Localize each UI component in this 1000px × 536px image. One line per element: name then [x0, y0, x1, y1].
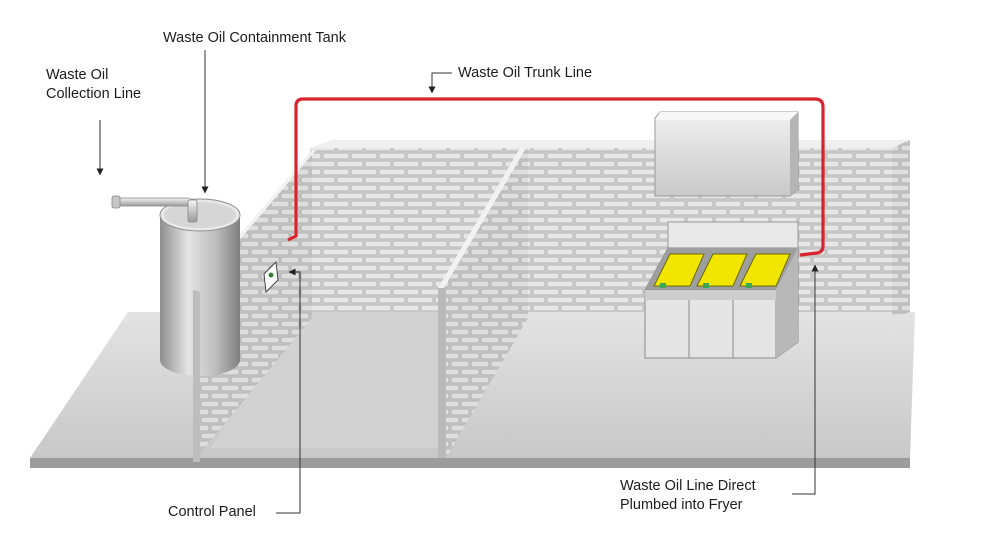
exhaust-hood [654, 111, 799, 197]
collection-line-label-line2: Collection Line [46, 86, 142, 102]
room-floor-shadow [210, 312, 505, 448]
trunk-line [287, 97, 825, 257]
fryer-vats [653, 253, 791, 288]
trunk-line-leader [428, 72, 452, 94]
control-panel-label: Control Panel [168, 504, 256, 520]
fryer-line-label-line1: Waste Oil Line Direct [620, 478, 756, 494]
collection-line-label-line1: Waste Oil [46, 67, 109, 83]
containment-tank-label: Waste Oil Containment Tank [163, 30, 346, 46]
back-wall [310, 140, 910, 318]
fryer-vat [653, 253, 705, 287]
fryer-line-label: Waste Oil Line Direct Plumbed into Fryer [620, 477, 756, 515]
collection-pipe [111, 195, 198, 223]
fryer-vat [739, 253, 791, 287]
collection-line-label: Waste Oil Collection Line [46, 66, 141, 104]
fryer-backsplash [667, 221, 799, 249]
control-panel-leader [276, 268, 301, 514]
middle-partition-wall [438, 148, 528, 458]
left-front-wall [193, 290, 200, 462]
fryer-line-label-line2: Plumbed into Fryer [620, 497, 743, 513]
fryer-vat [696, 253, 748, 287]
trunk-line-label: Waste Oil Trunk Line [458, 65, 593, 81]
leader-lines [96, 50, 819, 514]
control-panel [263, 260, 279, 294]
fryer-line-leader [792, 264, 819, 495]
